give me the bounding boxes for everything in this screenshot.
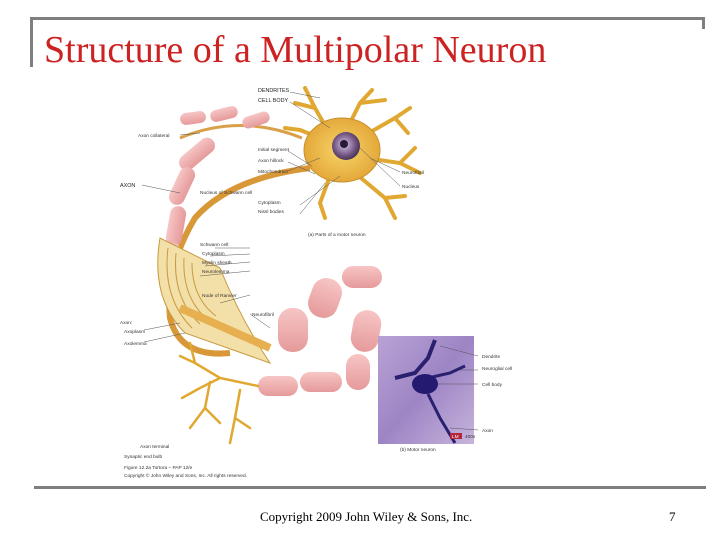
label-b-axon: Axon [482, 428, 493, 434]
axon-terminals [178, 341, 260, 445]
frame-top-line [30, 17, 705, 20]
frame-right-line [702, 17, 705, 29]
axon-lower [258, 266, 382, 396]
label-neurofibril: Neurofibril [402, 170, 424, 176]
label-myelin-sheath: Myelin sheath [202, 260, 232, 266]
label-b-lm-badge: LM [452, 434, 459, 440]
label-synaptic-end-bulb: Synaptic end bulb [124, 454, 162, 460]
label-schwann-cytoplasm: Cytoplasm [202, 251, 225, 257]
label-axon-2: Axon: [120, 320, 132, 326]
label-axon-terminal: Axon terminal [140, 444, 169, 450]
nucleolus [340, 140, 348, 148]
leader-lines [141, 91, 479, 431]
label-nissl-bodies: Nissl bodies [258, 209, 284, 215]
copyright-text: Copyright 2009 John Wiley & Sons, Inc. [260, 509, 473, 524]
label-dendrites: DENDRITES [258, 88, 290, 94]
label-cell-body: CELL BODY [258, 98, 288, 104]
label-initial-segment: Initial segment [258, 147, 290, 153]
label-parts-caption: (a) Parts of a motor neuron [308, 232, 366, 238]
micrograph [378, 336, 474, 444]
label-schwann-cell: Schwann cell: [200, 242, 230, 248]
label-axon-collateral: Axon collateral [138, 133, 169, 139]
label-neurolemma: Neurolemma [202, 269, 230, 275]
label-b-caption: (b) Motor neuron [400, 447, 436, 453]
axon-collateral [179, 106, 303, 140]
label-b-magnification: 400x [465, 434, 476, 440]
label-nucleus-schwann: Nucleus of Schwann cell [200, 190, 252, 196]
page-number: 7 [669, 509, 676, 524]
label-credit-2: Copyright © John Wiley and Sons, Inc. Al… [124, 472, 247, 479]
label-axoplasm: Axoplasm [124, 329, 145, 335]
label-axon: AXON [120, 183, 135, 189]
myelin-sheath-cutaway [157, 237, 272, 364]
label-node-ranvier: Node of Ranvier [202, 293, 237, 299]
label-b-cell-body: Cell body [482, 382, 503, 388]
label-cytoplasm: Cytoplasm [258, 200, 281, 206]
label-mitochondrion: Mitochondrion [258, 169, 288, 175]
label-b-dendrite: Dendrite [482, 354, 500, 360]
label-neurofibril-2: Neurofibril [252, 312, 274, 318]
label-axolemma: Axolemma [124, 341, 147, 347]
frame-bottom-line [34, 486, 706, 489]
label-nucleus: Nucleus [402, 184, 420, 190]
frame-left-line [30, 17, 33, 67]
slide-title: Structure of a Multipolar Neuron [44, 29, 547, 71]
neuron-diagram: DENDRITES CELL BODY Axon collateral Init… [120, 86, 512, 479]
label-axon-hillock: Axon hillock [258, 158, 284, 164]
label-b-neuroglial: Neuroglial cell [482, 366, 512, 372]
label-credit-1: Figure 12.2a Tortora – PAP 12/e [124, 465, 193, 471]
